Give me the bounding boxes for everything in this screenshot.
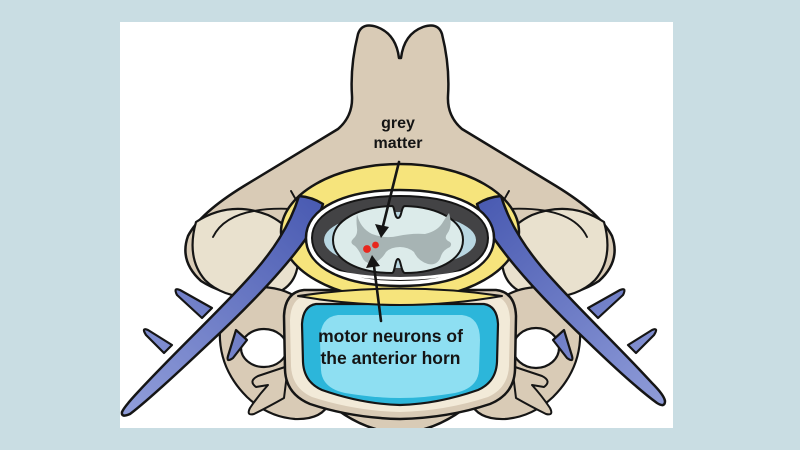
bone-detail-line-left xyxy=(212,207,293,238)
arachnoid-layer-line xyxy=(334,270,466,280)
label-grey-matter-line2: matter xyxy=(373,135,423,152)
cervical-vertebra-cross-section-diagram xyxy=(120,24,667,428)
label-motor-neurons-line1: motor neurons of xyxy=(318,326,463,346)
transverse-foramen-right xyxy=(511,326,561,370)
bone-detail-line-right xyxy=(507,207,588,238)
diagram-panel: grey matter motor neurons of the anterio… xyxy=(120,22,673,428)
label-motor-neurons-line2: the anterior horn xyxy=(320,348,461,368)
motor-neuron-dot xyxy=(372,241,379,249)
label-grey-matter-line1: grey xyxy=(381,115,415,132)
posterior-ligament-band xyxy=(297,287,503,306)
label-grey-matter: grey matter xyxy=(333,114,463,154)
arrow-to-motor-neurons xyxy=(366,255,383,323)
anterior-tubercle-left xyxy=(247,365,289,416)
arrow-to-grey-matter xyxy=(375,160,401,238)
label-motor-neurons: motor neurons of the anterior horn xyxy=(278,325,503,369)
spinal-nerve-left xyxy=(120,194,325,417)
vertebral-body-inner-highlight xyxy=(320,315,480,398)
grey-matter-shape xyxy=(351,213,452,265)
motor-neuron-dot xyxy=(363,245,371,253)
anterior-tubercle-right xyxy=(511,365,553,416)
